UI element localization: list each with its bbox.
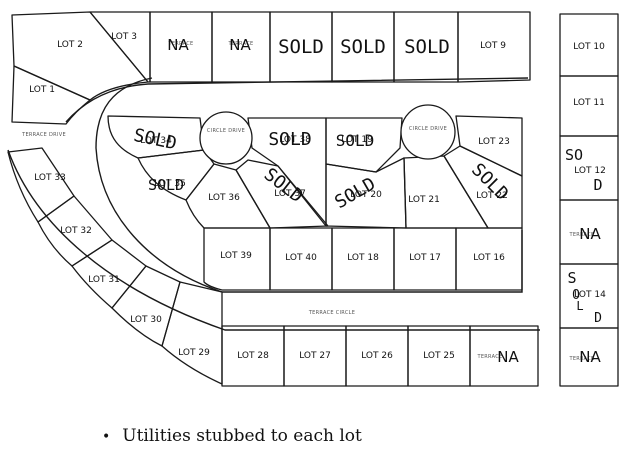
na-mark: NA (579, 348, 601, 366)
lot-label: LOT 14 (574, 290, 606, 300)
lot-label: LOT 39 (220, 251, 252, 261)
cul-de-sac-label: CIRCLE DRIVE (409, 126, 447, 132)
sold-mark: SOLD (148, 176, 184, 194)
lot-25[interactable]: LOT 25 (407, 325, 471, 387)
lot-label: LOT 18 (347, 253, 379, 263)
lot-26[interactable]: LOT 26 (345, 325, 409, 387)
lot-37[interactable]: LOT 37 (235, 159, 329, 229)
sold-mark-stacked: S O L D (567, 269, 602, 326)
sold-mark: SOLD (132, 125, 179, 155)
lot-label: LOT 35 (154, 179, 186, 189)
lot-10[interactable]: LOT 10 (559, 13, 619, 77)
lot-22[interactable]: LOT 22 (443, 145, 523, 229)
lot-9[interactable]: LOT 9 (457, 11, 531, 83)
terrace-placard: TERRACE (227, 41, 253, 47)
lot-label: LOT 26 (361, 351, 393, 361)
lot-36[interactable]: LOT 36 (185, 163, 271, 229)
lot-label: LOT 20 (350, 190, 382, 200)
sold-mark: SOLD (340, 36, 386, 58)
lot-label: LOT 21 (408, 195, 440, 205)
lot-label: LOT 32 (60, 226, 92, 236)
lot-label: LOT 10 (573, 42, 605, 52)
lot-label: LOT 2 (57, 40, 83, 50)
lot-label: LOT 1 (29, 85, 55, 95)
lot-28[interactable]: LOT 28 (221, 325, 285, 387)
na-mark: NA (229, 36, 251, 54)
lot-1[interactable]: LOT 1 (11, 65, 91, 125)
lot-11[interactable]: LOT 11 (559, 75, 619, 137)
lot-label: LOT 37 (274, 189, 306, 199)
na-mark: NA (579, 225, 601, 243)
terrace-placard: TERRACE (568, 356, 594, 362)
lot-label: LOT 27 (299, 351, 331, 361)
lot-label: LOT 38 (279, 135, 311, 145)
lot-30[interactable]: LOT 30 (111, 265, 181, 347)
lot-15[interactable]: TERRACE (559, 327, 619, 387)
lot-label: LOT 17 (409, 253, 441, 263)
sold-mark-part: L (576, 299, 583, 313)
lot-24[interactable]: TERRACE (469, 325, 539, 387)
lot-label: LOT 31 (88, 275, 120, 285)
lot-label: LOT 29 (178, 348, 210, 358)
terrace-circle-outer-edge (7, 149, 540, 331)
lot-label: LOT 19 (341, 135, 373, 145)
street-label-terrace-circle: TERRACE CIRCLE (308, 310, 355, 316)
lot-3[interactable]: LOT 3 (89, 11, 151, 83)
na-mark: NA (167, 36, 189, 54)
lot-label: LOT 33 (34, 173, 66, 183)
lot-29[interactable]: LOT 29 (161, 281, 223, 385)
terrace-placard: TERRACE (476, 354, 502, 360)
lot-31[interactable]: LOT 31 (71, 239, 147, 309)
lot-label: LOT 30 (130, 315, 162, 325)
lot-label: LOT 34 (140, 136, 172, 146)
street-label-terrace-drive: TERRACE DRIVE (21, 132, 66, 138)
sold-mark-stacked: SO D (565, 146, 603, 194)
sold-mark-part: S (567, 269, 576, 287)
sold-mark: SOLD (404, 36, 450, 58)
lot-label: LOT 11 (573, 98, 605, 108)
lot-label: LOT 22 (476, 191, 508, 201)
sold-mark: SOLD (268, 129, 311, 150)
lot-16[interactable]: LOT 16 (455, 227, 523, 291)
top-block-inner-edge (65, 77, 529, 123)
cul-de-sac-left: CIRCLE DRIVE (199, 111, 253, 165)
sold-mark: SOLD (260, 164, 307, 207)
lot-label: LOT 9 (480, 41, 506, 51)
terrace-drive-inner-edge (95, 77, 523, 293)
sold-mark: SOLD (331, 173, 379, 213)
lot-19[interactable]: LOT 19 (325, 117, 403, 173)
lot-33[interactable]: LOT 33 (7, 147, 75, 223)
sold-mark-part: D (594, 311, 602, 326)
sold-mark: SOLD (336, 131, 375, 150)
terrace-placard: TERRACE (568, 232, 594, 238)
lot-32[interactable]: LOT 32 (37, 195, 113, 267)
lot-label: LOT 12 (574, 166, 606, 176)
sold-mark-part: O (572, 288, 580, 303)
lot-18[interactable]: LOT 18 (331, 227, 395, 291)
lot-label: LOT 28 (237, 351, 269, 361)
footnote: • Utilities stubbed to each lot (102, 426, 362, 446)
terrace-placard: TERRACE (167, 41, 193, 47)
sold-mark: SOLD (278, 36, 324, 58)
lot-label: LOT 25 (423, 351, 455, 361)
lot-label: LOT 16 (473, 253, 505, 263)
lot-40[interactable]: LOT 40 (269, 227, 333, 291)
lot-label: LOT 36 (208, 193, 240, 203)
lot-39[interactable]: LOT 39 (203, 227, 271, 291)
footnote-text: Utilities stubbed to each lot (122, 426, 362, 446)
lot-17[interactable]: LOT 17 (393, 227, 457, 291)
lot-label: LOT 23 (478, 137, 510, 147)
lot-27[interactable]: LOT 27 (283, 325, 347, 387)
bullet-icon: • (102, 429, 111, 445)
lot-label: LOT 3 (111, 32, 137, 42)
na-mark: NA (497, 348, 519, 366)
cul-de-sac-label: CIRCLE DRIVE (207, 128, 245, 134)
sold-mark-part: SO (565, 146, 583, 164)
lot-23[interactable]: LOT 23 (455, 115, 523, 177)
cul-de-sac-right: CIRCLE DRIVE (400, 104, 456, 160)
lot-label: LOT 40 (285, 253, 317, 263)
sold-mark-part: D (593, 176, 602, 194)
